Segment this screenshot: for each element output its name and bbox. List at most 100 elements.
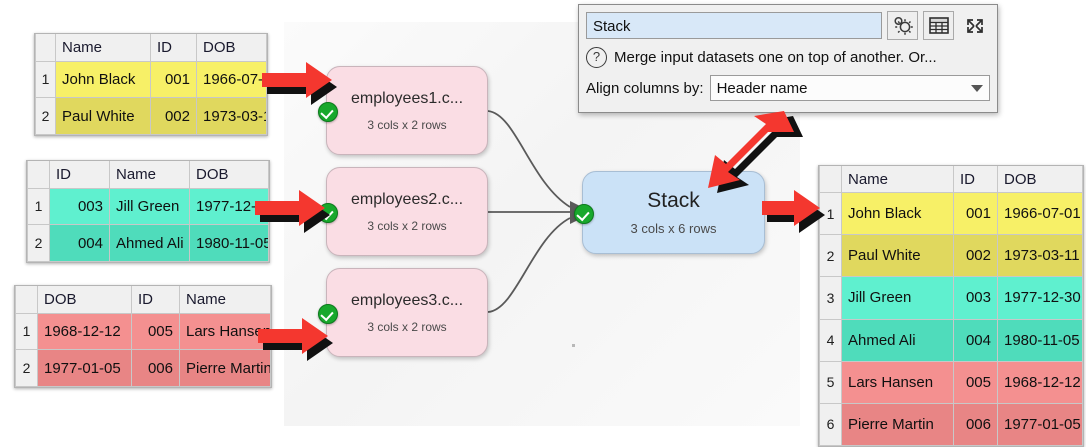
cell-dob[interactable]: 1977-01-05 [997, 402, 1083, 447]
column-header[interactable]: ID [131, 286, 180, 314]
cell-id[interactable]: 005 [131, 312, 180, 351]
help-icon[interactable]: ? [586, 47, 607, 68]
cell-name[interactable]: Pierre Martin [179, 349, 271, 387]
cell-dob[interactable]: 1966-07-01 [997, 192, 1083, 236]
column-header[interactable]: ID [150, 34, 197, 62]
cell-name[interactable]: Lars Hansen [179, 312, 271, 351]
cell-id[interactable]: 001 [953, 192, 998, 236]
cell-dob[interactable]: 1973-03-11 [196, 97, 267, 135]
input-table-employees3[interactable]: DOB ID Name 1 1968-12-12 005 Lars Hansen… [14, 285, 272, 388]
column-header[interactable]: Name [841, 166, 954, 194]
cell-id[interactable]: 002 [150, 97, 197, 135]
table-header-row: Name ID DOB [35, 34, 267, 62]
options-gear-icon[interactable] [887, 11, 918, 40]
flow-node-employees2[interactable]: employees2.c... 3 cols x 2 rows [318, 167, 488, 256]
row-number: 6 [819, 402, 842, 447]
chevron-down-icon [971, 84, 983, 92]
input-table-employees2[interactable]: ID Name DOB 1 003 Jill Green 1977-12-30 … [26, 160, 270, 263]
cell-id[interactable]: 006 [131, 349, 180, 387]
table-row[interactable]: 1 003 Jill Green 1977-12-30 [27, 187, 269, 226]
row-number: 2 [15, 349, 38, 387]
properties-panel: Stack [578, 4, 998, 113]
cell-id[interactable]: 004 [953, 318, 998, 362]
cell-name[interactable]: Ahmed Ali [841, 318, 954, 362]
cell-name[interactable]: Pierre Martin [841, 402, 954, 447]
node-title: Stack [647, 189, 700, 212]
column-header[interactable]: Name [179, 286, 271, 314]
table-header-row: Name ID DOB [819, 166, 1083, 194]
table-row[interactable]: 6 Pierre Martin 006 1977-01-05 [819, 402, 1083, 447]
column-header[interactable]: ID [953, 166, 998, 194]
table-row[interactable]: 1 John Black 001 1966-07-01 [35, 60, 267, 99]
column-header[interactable]: DOB [997, 166, 1083, 194]
cell-dob[interactable]: 1973-03-11 [997, 234, 1083, 278]
cell-dob[interactable]: 1980-11-05 [997, 318, 1083, 362]
cell-id[interactable]: 001 [150, 60, 197, 99]
cell-id[interactable]: 006 [953, 402, 998, 447]
flow-node-employees3[interactable]: employees3.c... 3 cols x 2 rows [318, 268, 488, 357]
flow-node-employees1[interactable]: employees1.c... 3 cols x 2 rows [318, 66, 488, 155]
table-view-icon[interactable] [923, 11, 954, 40]
arrow-to-employees1 [262, 62, 362, 118]
output-table-stack-result[interactable]: Name ID DOB 1 John Black 001 1966-07-01 … [818, 165, 1084, 447]
table-glyph [928, 17, 949, 34]
cell-name[interactable]: Paul White [55, 97, 151, 135]
row-number: 2 [27, 224, 50, 262]
table-row[interactable]: 5 Lars Hansen 005 1968-12-12 [819, 360, 1083, 404]
cell-name[interactable]: Paul White [841, 234, 954, 278]
column-header[interactable]: ID [49, 161, 110, 189]
input-table-employees1[interactable]: Name ID DOB 1 John Black 001 1966-07-01 … [34, 33, 268, 136]
cell-name[interactable]: John Black [55, 60, 151, 99]
column-header[interactable]: Name [55, 34, 151, 62]
column-header[interactable]: Name [109, 161, 190, 189]
table-row[interactable]: 4 Ahmed Ali 004 1980-11-05 [819, 318, 1083, 362]
cell-name[interactable]: John Black [841, 192, 954, 236]
expand-fullscreen-icon[interactable] [959, 11, 990, 40]
table-row[interactable]: 2 004 Ahmed Ali 1980-11-05 [27, 224, 269, 262]
cell-id[interactable]: 003 [49, 187, 110, 226]
align-columns-value: Header name [716, 79, 808, 97]
align-columns-select[interactable]: Header name [709, 75, 990, 101]
node-subtitle: 3 cols x 2 rows [367, 117, 447, 132]
properties-toolbar-row: Stack [586, 11, 990, 40]
table-row[interactable]: 1 1968-12-12 005 Lars Hansen [15, 312, 271, 351]
cell-dob[interactable]: 1968-12-12 [37, 312, 132, 351]
table-row[interactable]: 2 1977-01-05 006 Pierre Martin [15, 349, 271, 387]
table-row[interactable]: 2 Paul White 002 1973-03-11 [35, 97, 267, 135]
cell-dob[interactable]: 1968-12-12 [997, 360, 1083, 404]
node-subtitle: 3 cols x 2 rows [367, 319, 447, 334]
cell-name[interactable]: Jill Green [109, 187, 190, 226]
arrow-to-employees2 [255, 190, 355, 246]
column-header[interactable]: DOB [37, 286, 132, 314]
cell-name[interactable]: Ahmed Ali [109, 224, 190, 262]
row-number: 3 [819, 276, 842, 320]
column-header[interactable]: DOB [196, 34, 267, 62]
arrow-to-output-table [762, 190, 842, 246]
table-row[interactable]: 3 Jill Green 003 1977-12-30 [819, 276, 1083, 320]
cell-dob[interactable]: 1980-11-05 [189, 224, 269, 262]
cell-id[interactable]: 002 [953, 234, 998, 278]
node-title: employees2.c... [350, 190, 464, 208]
cell-id[interactable]: 004 [49, 224, 110, 262]
cell-dob[interactable]: 1966-07-01 [196, 60, 267, 99]
table-row[interactable]: 1 John Black 001 1966-07-01 [819, 192, 1083, 236]
arrow-to-stack-node [706, 108, 818, 200]
align-columns-label: Align columns by: [586, 79, 704, 97]
column-header[interactable]: DOB [189, 161, 269, 189]
row-number: 1 [15, 312, 38, 351]
cell-dob[interactable]: 1977-01-05 [37, 349, 132, 387]
node-subtitle: 3 cols x 6 rows [630, 221, 717, 236]
cell-id[interactable]: 005 [953, 360, 998, 404]
node-description: Merge input datasets one on top of anoth… [614, 49, 937, 66]
table-row[interactable]: 2 Paul White 002 1973-03-11 [819, 234, 1083, 278]
node-name-input[interactable]: Stack [586, 12, 882, 39]
arrow-to-employees3 [258, 318, 358, 374]
node-subtitle: 3 cols x 2 rows [367, 218, 447, 233]
cell-name[interactable]: Jill Green [841, 276, 954, 320]
row-number: 4 [819, 318, 842, 362]
cell-dob[interactable]: 1977-12-30 [997, 276, 1083, 320]
cell-name[interactable]: Lars Hansen [841, 360, 954, 404]
flow-connectors [487, 110, 582, 313]
cell-id[interactable]: 003 [953, 276, 998, 320]
row-number: 2 [819, 234, 842, 278]
